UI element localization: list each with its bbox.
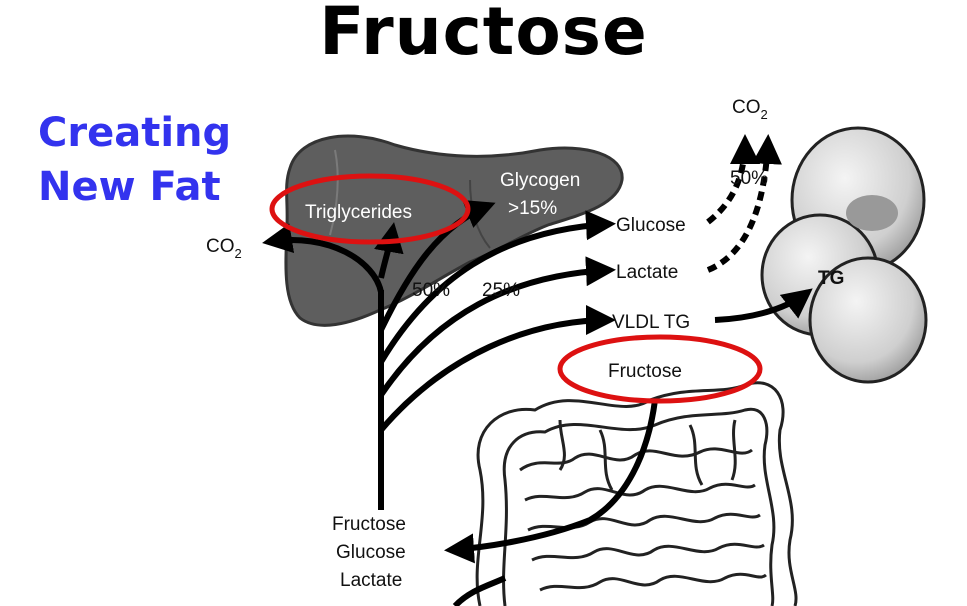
triglycerides-label: Triglycerides bbox=[305, 202, 412, 223]
page-title: Fructose bbox=[319, 0, 648, 70]
subtitle-line-2: New Fat bbox=[38, 164, 221, 210]
liver-illustration bbox=[284, 134, 624, 327]
co2-left-label: CO2 bbox=[206, 236, 242, 261]
bottom-glucose-label: Glucose bbox=[336, 542, 406, 563]
fructose-highlight-oval bbox=[557, 334, 763, 404]
triglycerides-highlight-oval bbox=[269, 173, 471, 245]
glycogen-percent-label: >15% bbox=[508, 198, 557, 219]
oxidation-percent-label: 50% bbox=[730, 168, 768, 189]
pathway-arrows bbox=[262, 200, 813, 606]
percent-50-label: 50% bbox=[412, 280, 450, 301]
bottom-lactate-label: Lactate bbox=[340, 570, 402, 591]
co2-top-label: CO2 bbox=[732, 97, 768, 122]
percent-25-label: 25% bbox=[482, 280, 520, 301]
glycogen-label: Glycogen bbox=[500, 170, 580, 191]
bottom-fructose-label: Fructose bbox=[332, 514, 406, 535]
intestine-illustration bbox=[475, 381, 798, 606]
fructose-gut-label: Fructose bbox=[608, 361, 682, 382]
lactate-label: Lactate bbox=[616, 262, 678, 283]
subtitle-line-1: Creating bbox=[38, 110, 232, 156]
oxidation-dashed-arrows bbox=[706, 134, 782, 273]
glucose-label: Glucose bbox=[616, 215, 686, 236]
tg-label: TG bbox=[818, 268, 844, 289]
vldl-tg-label: VLDL TG bbox=[612, 312, 690, 333]
fat-cells-illustration bbox=[760, 126, 928, 384]
subtitle: Creating New Fat bbox=[38, 106, 231, 214]
